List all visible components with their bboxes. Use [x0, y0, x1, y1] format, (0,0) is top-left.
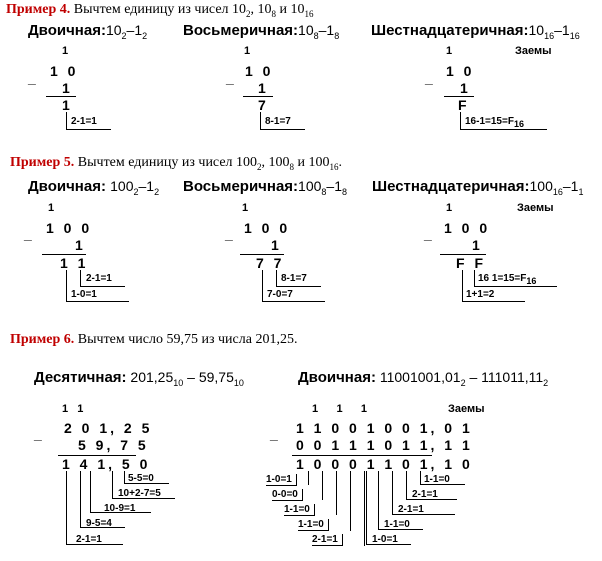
ex5-oct-borrow: 1 — [242, 202, 249, 214]
ex4-bin-top: 1 0 — [50, 63, 79, 79]
ex5-oct-mid: 1 — [271, 237, 282, 253]
ex6-bin-minus: _ — [270, 426, 281, 442]
ex5-hex-top: 1 0 0 — [444, 220, 491, 236]
ex4-bin-borrow: 1 — [62, 45, 69, 57]
ex6-bin-lnote-2: 0-0=0 — [272, 489, 303, 501]
ex4-oct-borrow: 1 — [244, 45, 251, 57]
ex4-bin-result: 1 — [62, 97, 73, 113]
ex4-hex-mid: 1 — [460, 80, 471, 96]
ex5-oct-note1: 8-1=7 — [281, 273, 307, 284]
ex4-hex-title: Шестнадцатеричная:1016–116 — [371, 22, 580, 41]
example-4-heading: Пример 4. Вычтем единицу из чисел 102, 1… — [6, 2, 314, 19]
ex4-hex-zaemy: Заемы — [515, 45, 552, 57]
ex6-bin-rnote-1: 1-1=0 — [424, 474, 450, 485]
ex6-dec-note-4: 9-5=4 — [86, 518, 112, 529]
ex4-oct-result: 7 — [258, 97, 269, 113]
ex5-hex-borrow: 1 — [446, 202, 453, 214]
ex5-hex-zaemy: Заемы — [517, 202, 554, 214]
ex4-oct-mid: 1 — [258, 80, 269, 96]
ex4-hex-borrow: 1 — [446, 45, 453, 57]
ex6-bin-rnote-5: 1-0=1 — [372, 534, 398, 545]
ex5-hex-note2: 1+1=2 — [466, 289, 495, 300]
ex5-bin-borrow: 1 — [48, 202, 55, 214]
ex6-dec-mid: 5 9, 7 5 — [78, 437, 149, 453]
ex6-bin-lnote-4: 1-1=0 — [298, 519, 329, 531]
ex4-bin-note: 2-1=1 — [71, 116, 97, 127]
ex5-bin-minus: _ — [24, 226, 35, 242]
example-6-heading: Пример 6. Вычтем число 59,75 из числа 20… — [10, 332, 298, 347]
ex4-hex-result: F — [458, 97, 470, 113]
ex6-bin-borrow: 1 1 1 — [312, 403, 368, 415]
ex6-bin-mid: 0 0 1 1 1 0 1 1, 1 1 — [296, 437, 473, 453]
ex4-hex-minus: _ — [425, 70, 436, 86]
ex4-oct-top: 1 0 — [245, 63, 274, 79]
ex6-dec-note-5: 2-1=1 — [76, 534, 102, 545]
ex6-bin-rnote-3: 2-1=1 — [398, 504, 424, 515]
example-5-heading: Пример 5. Вычтем единицу из чисел 1002, … — [10, 155, 343, 172]
ex5-oct-top: 1 0 0 — [244, 220, 291, 236]
ex6-bin-lnote-3: 1-1=0 — [284, 504, 315, 516]
ex5-bin-mid: 1 — [75, 237, 86, 253]
ex6-dec-note-1: 5-5=0 — [128, 473, 154, 484]
ex6-bin-zaemy: Заемы — [448, 403, 485, 415]
ex5-octal-title: Восьмеричная:1008–18 — [183, 178, 348, 197]
ex6-bin-result: 1 0 0 0 1 1 0 1, 1 0 — [296, 456, 473, 472]
ex4-bin-mid: 1 — [62, 80, 73, 96]
ex4-bin-minus: _ — [28, 70, 39, 86]
ex5-hex-mid: 1 — [472, 237, 483, 253]
ex5-hex-result: F F — [456, 255, 486, 271]
ex6-binary-title: Двоичная: 11001001,012 – 111011,112 — [298, 369, 549, 388]
ex5-bin-note1: 2-1=1 — [86, 273, 112, 284]
ex6-dec-minus: _ — [34, 426, 45, 442]
ex6-dec-result: 1 4 1, 5 0 — [62, 456, 151, 472]
ex6-dec-borrow: 1 1 — [62, 403, 84, 415]
ex5-binary-title: Двоичная: 1002–12 — [28, 178, 160, 197]
ex6-bin-lnote-1: 1-0=1 — [266, 474, 297, 486]
ex4-octal-title: Восьмеричная:108–18 — [183, 22, 340, 41]
ex5-hex-note1: 16 1=15=F16 — [478, 273, 537, 286]
ex6-decimal-title: Десятичная: 201,2510 – 59,7510 — [34, 369, 244, 388]
ex6-bin-top: 1 1 0 0 1 0 0 1, 0 1 — [296, 420, 473, 436]
ex6-dec-top: 2 0 1, 2 5 — [64, 420, 153, 436]
ex5-bin-result: 1 1 — [60, 255, 89, 271]
ex5-hex-minus: _ — [424, 226, 435, 242]
ex4-binary-title: Двоичная:102–12 — [28, 22, 148, 41]
ex6-bin-rnote-4: 1-1=0 — [384, 519, 410, 530]
ex5-oct-minus: _ — [225, 226, 236, 242]
ex6-bin-lnote-5: 2-1=1 — [312, 534, 343, 546]
ex4-oct-minus: _ — [226, 70, 237, 86]
ex4-hex-top: 1 0 — [446, 63, 475, 79]
ex5-bin-note2: 1-0=1 — [71, 289, 97, 300]
ex6-bin-rnote-2: 2-1=1 — [412, 489, 438, 500]
ex5-oct-result: 7 7 — [256, 255, 285, 271]
ex6-dec-note-2: 10+2-7=5 — [118, 488, 161, 499]
ex5-oct-note2: 7-0=7 — [267, 289, 293, 300]
ex5-bin-top: 1 0 0 — [46, 220, 93, 236]
ex4-hex-note: 16-1=15=F16 — [465, 116, 524, 129]
ex4-oct-note: 8-1=7 — [265, 116, 291, 127]
ex6-dec-note-3: 10-9=1 — [104, 503, 136, 514]
ex5-hex-title: Шестнадцатеричная:10016–11 — [372, 178, 584, 197]
